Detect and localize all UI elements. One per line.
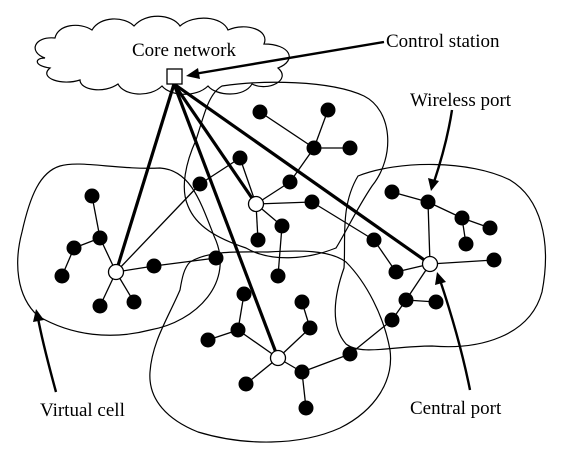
wireless-port-node	[250, 232, 266, 248]
virtual-cell-bottom	[149, 250, 392, 443]
virtual-cell-arrow	[36, 317, 58, 393]
wireless-port-node	[270, 268, 286, 284]
wireless-port-node	[274, 218, 290, 234]
wireless-port-node	[302, 320, 318, 336]
wireless-port-node	[428, 294, 444, 310]
wireless-port-node	[384, 184, 400, 200]
wireless-port-node	[66, 240, 82, 256]
virtual-cell-arrowhead	[33, 309, 44, 322]
control-station-square	[166, 68, 183, 85]
wireless-ports	[54, 102, 502, 416]
annotation-arrows	[33, 40, 472, 393]
central-port-label: Central port	[410, 398, 502, 419]
wireless-port-node	[454, 210, 470, 226]
wireless-port-node	[398, 292, 414, 308]
wireless-port-node	[282, 174, 298, 190]
backbone-link	[172, 83, 258, 205]
wireless-port-node	[84, 188, 100, 204]
control-station-arrow	[193, 40, 385, 76]
control-station-label: Control station	[386, 31, 500, 52]
wireless-port-node	[306, 140, 322, 156]
wireless-port-node	[92, 230, 108, 246]
core-network-cloud	[34, 15, 290, 95]
central-port-node	[269, 349, 287, 367]
central-ports	[107, 195, 439, 367]
wireless-port-node	[458, 236, 474, 252]
edge	[427, 201, 431, 265]
wireless-port-node	[54, 268, 70, 284]
edge	[153, 257, 217, 267]
central-port-node	[107, 263, 125, 281]
wireless-port-node	[238, 376, 254, 392]
wireless-port-node	[92, 298, 108, 314]
wireless-port-node	[146, 258, 162, 274]
virtual-cell-label: Virtual cell	[40, 400, 125, 421]
central-port-arrowhead	[435, 272, 446, 285]
edge	[255, 201, 313, 205]
wireless-port-node	[420, 194, 436, 210]
virtual-cell-right	[334, 163, 547, 351]
wireless-port-node	[232, 150, 248, 166]
edge	[277, 225, 283, 277]
wireless-port-node	[230, 322, 246, 338]
control-station-arrowhead	[186, 68, 200, 79]
edge	[429, 259, 495, 265]
wireless-port-node	[388, 264, 404, 280]
backbone-link	[172, 83, 280, 359]
wireless-port-node	[342, 346, 358, 362]
backbone-link	[173, 82, 431, 266]
wireless-port-node	[252, 104, 268, 120]
virtual-cell-left	[17, 163, 221, 336]
wireless-port-node	[208, 250, 224, 266]
wireless-port-node	[192, 176, 208, 192]
core-network-label: Core network	[132, 40, 236, 61]
edge	[259, 111, 315, 149]
wireless-port-node	[236, 286, 252, 302]
wireless-port-node	[384, 312, 400, 328]
wireless-port-node	[342, 140, 358, 156]
wireless-port-node	[298, 400, 314, 416]
edge	[301, 353, 351, 373]
edge	[349, 319, 393, 355]
backbone-links	[114, 82, 431, 359]
wireless-port-label: Wireless port	[410, 90, 512, 111]
central-port-node	[247, 195, 265, 213]
wireless-port-node	[486, 252, 502, 268]
edge	[199, 157, 241, 185]
central-port-arrow	[438, 279, 472, 391]
wireless-port-node	[366, 232, 382, 248]
wireless-port-arrow	[432, 109, 454, 183]
wireless-port-node	[294, 294, 310, 310]
wireless-port-node	[126, 294, 142, 310]
wireless-port-node	[304, 194, 320, 210]
edge	[311, 201, 375, 241]
wireless-port-node	[320, 102, 336, 118]
wireless-port-arrowhead	[428, 178, 439, 191]
backbone-link	[114, 83, 176, 273]
edge	[115, 183, 201, 273]
central-port-node	[421, 255, 439, 273]
wireless-port-node	[294, 364, 310, 380]
wireless-port-node	[200, 332, 216, 348]
wireless-port-node	[482, 220, 498, 236]
